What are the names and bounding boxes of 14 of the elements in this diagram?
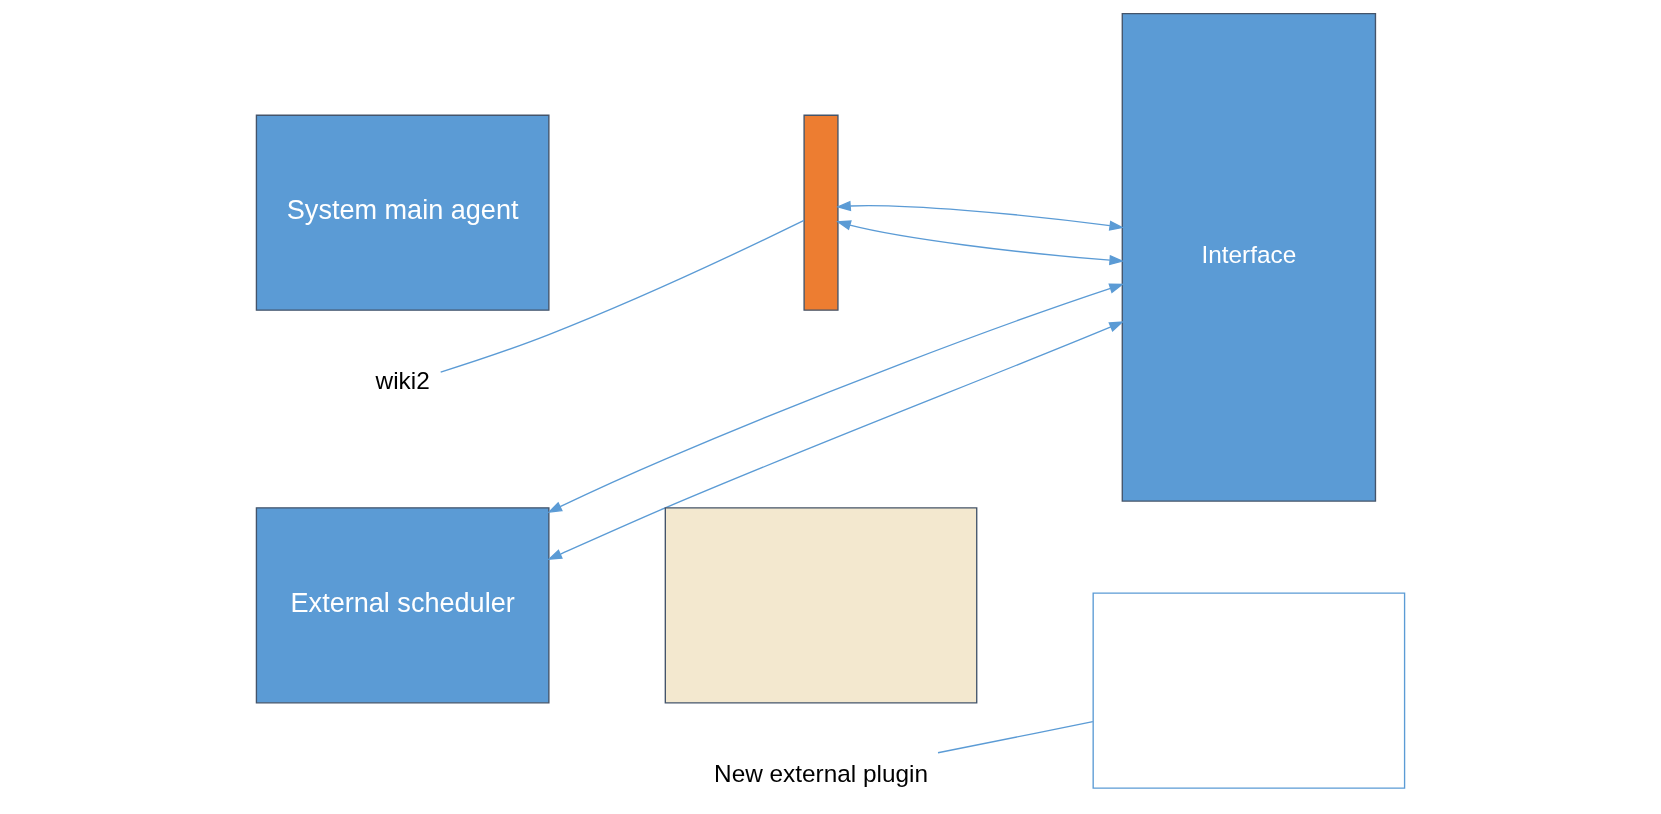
node-box: External scheduler <box>255 507 550 704</box>
connector <box>937 721 1094 754</box>
arrow <box>547 321 1125 561</box>
node-box: Interface <box>1121 13 1377 502</box>
node-text: New external plugin <box>714 759 928 787</box>
arrow <box>836 220 1125 266</box>
node-box <box>664 507 978 704</box>
node-text: wiki2 <box>375 367 430 395</box>
arrow <box>835 200 1125 231</box>
node-box: System main agent <box>255 114 550 311</box>
connector <box>440 219 805 373</box>
node-box <box>1092 592 1406 789</box>
node-bar <box>803 114 839 311</box>
arrow <box>547 283 1125 513</box>
